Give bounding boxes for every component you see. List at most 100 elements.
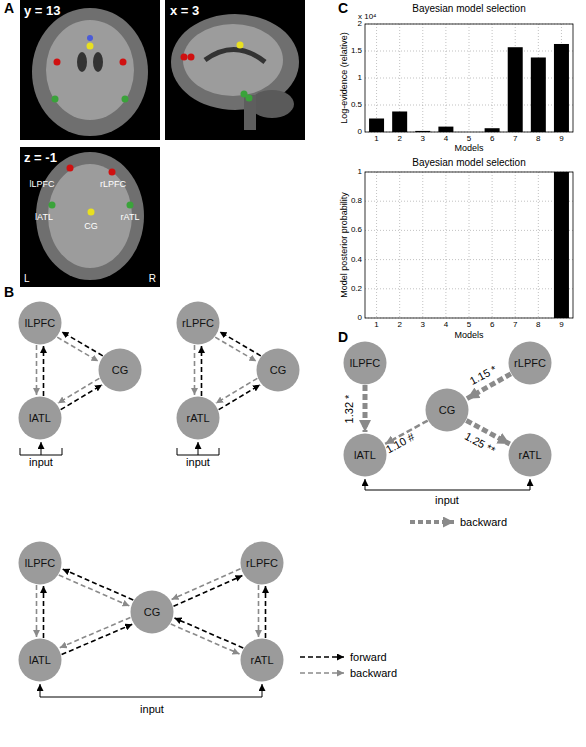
tick-label: 8 [536,321,540,330]
connector-arrow [36,585,38,637]
panel-letter: A [4,1,14,16]
node-circle-shape [19,397,62,440]
slice-annotation: rATL [121,213,140,223]
node-label: rATL [240,638,284,682]
tick-label: 7 [513,321,517,330]
panel-letter: C [338,1,348,16]
slice-annotation: y = 13 [24,4,61,18]
tick-label: 1 [358,168,362,177]
region-node: lLPFC [343,341,387,385]
axis-title: Models [454,144,483,154]
plot-frame [365,24,573,132]
region-node: CG [256,348,300,392]
region-node: rLPFC [240,541,284,585]
slice-annotation: CG [84,222,98,232]
tick-label: 8 [536,135,540,144]
region-node: CG [130,590,174,634]
node-circle-shape [241,542,284,585]
axis-title: Models [454,331,483,341]
region-node: lLPFC [18,301,62,345]
slice-annotation: lATL [35,213,53,223]
connector-arrow [220,332,261,356]
node-label: lATL [18,638,62,682]
bar [531,57,546,132]
tick-label: 0 [358,314,362,323]
node-label: CG [425,388,469,432]
slice-annotation: x = 3 [170,4,199,18]
node-circle-shape [177,397,220,440]
slice-annotation: R [149,273,156,284]
region-node: rLPFC [508,341,552,385]
tick-label: 3 [421,321,425,330]
grid-line [469,172,470,318]
bar [369,119,384,133]
tick-label: 1 [374,321,378,330]
tick-label: 1.5 [351,47,362,56]
node-circle-shape [257,349,300,392]
connector-arrow [62,624,133,654]
node-label: rLPFC [508,341,552,385]
tick-label: 0.2 [351,284,362,293]
axis-title: Log-evidence (relative) [340,32,350,124]
node-circle-shape [19,542,62,585]
chart-title: Bayesian model selection [412,157,525,168]
grid-line [445,172,446,318]
connector-weight: 1.10 # [384,431,417,456]
node-circle-shape [426,389,469,432]
connector-arrow [174,576,243,607]
tick-label: 1 [374,135,378,144]
grid-line [515,172,516,318]
tick-label: 0 [358,128,362,137]
region-node: lLPFC [18,541,62,585]
connector-arrow [172,569,241,600]
tick-label: 5 [467,321,471,330]
legend-text: backward [460,516,507,528]
node-label: rATL [508,433,552,477]
region-node: CG [98,348,142,392]
connector-arrow [61,385,102,410]
connector-arrow [201,346,203,396]
input-label: input [29,456,53,468]
node-circle-shape [241,639,284,682]
node-label: CG [98,348,142,392]
connector-weight: 1.25 ** [463,430,498,457]
connector-weight: 1.15 * [467,363,498,387]
legend-sample [410,520,454,524]
region-node: lATL [343,433,387,477]
slice-annotation: L [24,273,30,284]
node-label: lLPFC [18,541,62,585]
connector-arrow [258,585,260,637]
tick-label: 2 [397,321,401,330]
connector-arrow [363,385,368,432]
panel-letter: D [338,330,348,345]
connector-arrow [265,586,267,638]
connector-arrow [171,624,240,654]
node-label: rLPFC [240,541,284,585]
connector-arrow [62,569,133,600]
input-bracket [20,442,530,697]
panel-letter: B [4,285,14,300]
input-label: input [435,494,459,506]
connector-arrow [57,337,98,361]
tick-label: 9 [559,135,563,144]
connector-arrow [215,337,256,361]
grid-line [538,172,539,318]
tick-label: 7 [513,135,517,144]
tick-label: 2 [397,135,401,144]
grid-line [376,24,377,132]
bar [508,47,523,132]
coronal-slice [20,0,160,140]
grid-line [492,172,493,318]
grid-line [399,172,400,318]
axis-title: Model posterior probability [340,192,350,298]
connector-arrow [59,575,130,606]
plot-frame [365,172,573,318]
grid-line [422,24,423,132]
grid-line [365,201,573,202]
tick-label: 9 [559,321,563,330]
node-circle-shape [131,591,174,634]
node-circle-shape [19,639,62,682]
node-label: lATL [18,396,62,440]
node-circle-shape [344,342,387,385]
